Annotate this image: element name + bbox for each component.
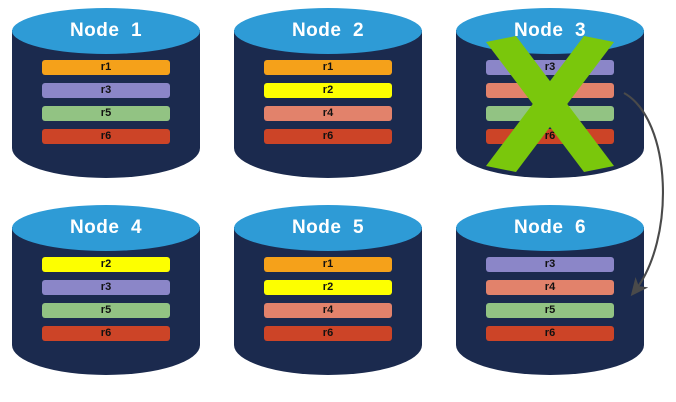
cylinder-top bbox=[234, 205, 422, 251]
cylinder-top bbox=[12, 8, 200, 54]
record-list: r3 r4 r5 r6 bbox=[486, 60, 614, 144]
node-cylinder-node-6[interactable]: Node 6 r3 r4 r5 r6 bbox=[456, 205, 644, 385]
record-bar[interactable]: r6 bbox=[486, 326, 614, 341]
record-bar[interactable]: r6 bbox=[264, 129, 392, 144]
cylinder-top bbox=[234, 8, 422, 54]
node-label: Node 2 bbox=[291, 20, 365, 41]
node-cylinder-node-2[interactable]: Node 2 r1 r2 r4 r6 bbox=[234, 8, 422, 188]
record-bar[interactable]: r6 bbox=[42, 129, 170, 144]
record-bar[interactable]: r5 bbox=[486, 303, 614, 318]
node-cylinder-node-1[interactable]: Node 1 r1 r3 r5 r6 bbox=[12, 8, 200, 188]
cylinder-body bbox=[456, 227, 644, 375]
record-bar[interactable]: r2 bbox=[264, 83, 392, 98]
record-bar[interactable]: r2 bbox=[264, 280, 392, 295]
node-label: Node 1 bbox=[69, 20, 143, 41]
record-list: r2 r3 r5 r6 bbox=[42, 257, 170, 341]
record-bar[interactable]: r6 bbox=[486, 129, 614, 144]
cylinder-top bbox=[456, 205, 644, 251]
node-label: Node 3 bbox=[513, 20, 587, 41]
record-bar[interactable]: r4 bbox=[486, 83, 614, 98]
node-label: Node 4 bbox=[69, 217, 143, 238]
record-bar[interactable]: r6 bbox=[42, 326, 170, 341]
cylinder-body bbox=[234, 227, 422, 375]
record-list: r3 r4 r5 r6 bbox=[486, 257, 614, 341]
record-bar[interactable]: r4 bbox=[264, 106, 392, 121]
record-bar[interactable]: r6 bbox=[264, 326, 392, 341]
record-bar[interactable]: r5 bbox=[486, 106, 614, 121]
record-bar[interactable]: r3 bbox=[486, 257, 614, 272]
record-bar[interactable]: r4 bbox=[486, 280, 614, 295]
record-list: r1 r2 r4 r6 bbox=[264, 60, 392, 144]
record-bar[interactable]: r3 bbox=[42, 83, 170, 98]
record-list: r1 r2 r4 r6 bbox=[264, 257, 392, 341]
record-bar[interactable]: r5 bbox=[42, 303, 170, 318]
cylinder-body bbox=[12, 227, 200, 375]
record-bar[interactable]: r2 bbox=[42, 257, 170, 272]
node-label: Node 6 bbox=[513, 217, 587, 238]
node-cylinder-node-5[interactable]: Node 5 r1 r2 r4 r6 bbox=[234, 205, 422, 385]
record-bar[interactable]: r1 bbox=[42, 60, 170, 75]
record-bar[interactable]: r3 bbox=[486, 60, 614, 75]
record-bar[interactable]: r1 bbox=[264, 60, 392, 75]
record-bar[interactable]: r1 bbox=[264, 257, 392, 272]
cylinder-top bbox=[12, 205, 200, 251]
cylinder-body bbox=[234, 30, 422, 178]
record-bar[interactable]: r3 bbox=[42, 280, 170, 295]
record-bar[interactable]: r5 bbox=[42, 106, 170, 121]
cylinder-body bbox=[12, 30, 200, 178]
node-cylinder-node-3[interactable]: Node 3 r3 r4 r5 r6 bbox=[456, 8, 644, 188]
node-label: Node 5 bbox=[291, 217, 365, 238]
record-list: r1 r3 r5 r6 bbox=[42, 60, 170, 144]
node-cylinder-node-4[interactable]: Node 4 r2 r3 r5 r6 bbox=[12, 205, 200, 385]
record-bar[interactable]: r4 bbox=[264, 303, 392, 318]
